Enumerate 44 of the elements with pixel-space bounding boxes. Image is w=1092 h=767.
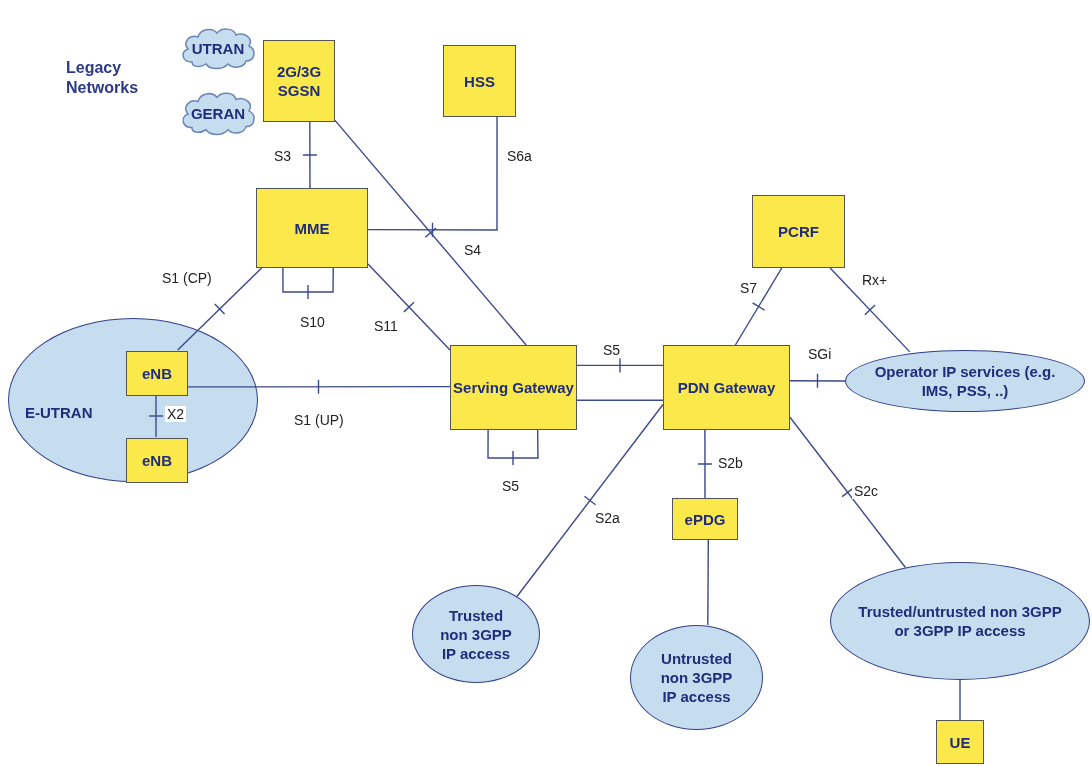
edge-label: S11 [372,318,400,334]
edge-label: S10 [298,314,327,330]
network-element-box [936,720,984,764]
node-label: HSS [464,71,495,91]
node-label: eNB [142,451,172,470]
node-label: 2G/3G SGSN [275,62,323,100]
group-label: Legacy Networks [66,58,140,98]
network-element-box [672,498,738,540]
network-element-box [663,345,790,430]
edge-label: Rx+ [860,272,890,288]
node-label: UTRAN [191,38,245,58]
network-element-box [752,195,845,268]
edge-label: S6a [505,148,534,164]
node-label: Serving Gateway [453,378,574,397]
node-label: PDN Gateway [677,378,776,397]
network-element-box [443,45,516,117]
edge-label: S1 (CP) [160,270,214,286]
edge-label: S1 (UP) [292,412,346,428]
edge-label: S2b [716,455,745,471]
node-label: Trusted/untrusted non 3GPP or 3GPP IP access [857,602,1063,640]
node-label: ePDG [684,509,726,529]
group-title: E-UTRAN [25,403,93,422]
network-element-box [126,351,188,396]
node-label: PCRF [778,222,819,241]
edge-label: S3 [272,148,294,164]
edge-label: S2c [852,483,881,499]
network-element-box [126,438,188,483]
node-label: Operator IP services (e.g. IMS, PSS, ..) [873,362,1057,400]
node-label: UE [949,732,971,752]
edge-label: S5 [500,478,522,494]
node-label: Untrusted non 3GPP IP access [659,649,734,706]
node-label: Trusted non 3GPP IP access [439,605,513,663]
edge-label: S5 [601,342,623,358]
edge-label: S2a [593,510,622,526]
edge-label: S7 [738,280,760,296]
network-element-box [263,40,335,122]
node-label: MME [294,218,330,238]
network-element-box [256,188,368,268]
edge-label: SGi [806,346,834,362]
node-label: eNB [142,364,172,383]
edge-label: X2 [165,406,187,422]
edge-label: S4 [462,242,484,258]
node-label: GERAN [190,103,246,123]
network-element-box [450,345,577,430]
